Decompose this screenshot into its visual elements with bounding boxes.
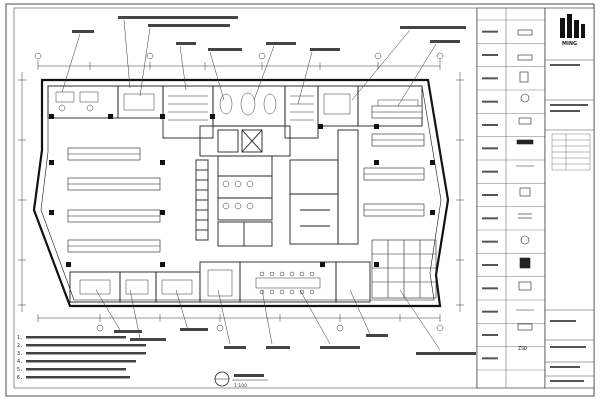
drawing-title-text-stroke (234, 374, 264, 377)
top-dimension-line (37, 60, 441, 70)
legend-row-label (482, 357, 498, 360)
note-number-4: 4. (17, 359, 23, 365)
leader-lines (61, 19, 441, 351)
note-number-2: 2. (17, 343, 23, 349)
top-room-partitions (47, 85, 423, 139)
structural-columns (49, 114, 435, 267)
legend-row-label (482, 287, 498, 290)
notes-block: 1. 2. 3. 4. 5. 6. (17, 335, 146, 381)
left-workstation-rows (67, 147, 161, 253)
drawing-scale-caption: 1:100 (234, 383, 247, 389)
legend-row-label (482, 170, 498, 173)
legend-label-strokes (482, 30, 498, 360)
legend-table: ZSD (476, 7, 546, 389)
legend-row-label (482, 194, 498, 196)
right-workstation-rows (363, 105, 425, 217)
bottom-dimension-line (37, 314, 441, 322)
note-number-5: 5. (17, 367, 23, 373)
legend-row-label (482, 240, 498, 243)
legend-row-label (482, 54, 498, 56)
drawing-title: 1:100 (214, 371, 268, 389)
company-logo (560, 14, 585, 38)
central-core (195, 125, 291, 247)
callout-labels (72, 16, 476, 355)
legend-row-label (482, 124, 498, 126)
legend-row-label (482, 217, 498, 220)
left-dimension-line (18, 72, 26, 312)
title-block: MING (544, 7, 595, 389)
legend-row-label (482, 77, 498, 80)
title-block-stamp-grid (551, 133, 591, 171)
top-room-furniture (55, 91, 419, 121)
bottom-right-desk-cluster (371, 239, 437, 299)
right-dimension-line (456, 72, 464, 312)
legend-row-label (482, 100, 498, 103)
bottom-rooms (69, 261, 371, 303)
grid-bubbles (34, 52, 444, 332)
legend-row-label (482, 264, 498, 266)
legend-row-label (482, 310, 498, 313)
note-number-3: 3. (17, 351, 23, 357)
legend-row-label (482, 147, 498, 150)
building-outline (32, 78, 450, 308)
note-number-1: 1. (17, 335, 23, 341)
company-logo-lettering: MING (562, 41, 577, 47)
right-middle-rooms (289, 129, 359, 245)
legend-symbols (516, 29, 534, 331)
legend-last-symbol-text: ZSD (518, 346, 527, 352)
legend-row-label (482, 334, 498, 336)
legend-row-label (482, 30, 498, 33)
core-fixtures (222, 180, 254, 210)
note-number-6: 6. (17, 375, 23, 381)
